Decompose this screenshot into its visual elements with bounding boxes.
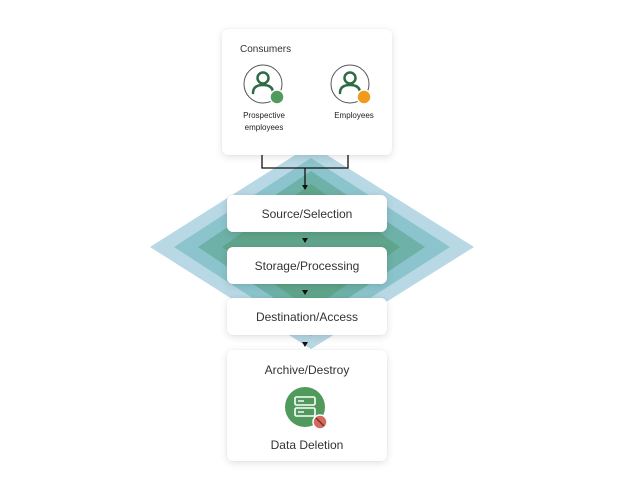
status-badge	[356, 89, 372, 105]
stage-label: Destination/Access	[255, 309, 359, 324]
arrow-down-icon	[302, 290, 308, 295]
user-icon	[330, 64, 372, 105]
stage-label: Source/Selection	[261, 206, 353, 221]
employee-avatar	[330, 64, 372, 106]
arrow-down-icon	[302, 185, 308, 190]
stage-destination-access: Destination/Access	[227, 298, 387, 335]
arrow-down-icon	[302, 238, 308, 243]
consumers-card: Consumers Prospective employees Employee…	[222, 29, 392, 155]
label-line: Prospective	[243, 111, 285, 120]
stage-label: Storage/Processing	[254, 258, 360, 273]
arrow-down-icon	[302, 342, 308, 347]
archive-subtitle: Data Deletion	[270, 438, 344, 452]
prospective-employees-label: Prospective employees	[228, 110, 300, 134]
server-delete-icon	[285, 387, 328, 430]
employees-label: Employees	[318, 110, 390, 122]
archive-title: Archive/Destroy	[264, 363, 350, 377]
stage-source-selection: Source/Selection	[227, 195, 387, 232]
status-badge	[269, 89, 285, 105]
prospective-employee-avatar	[243, 64, 285, 106]
label-line: Employees	[334, 111, 374, 120]
stage-storage-processing: Storage/Processing	[227, 247, 387, 284]
label-line: employees	[244, 123, 284, 132]
archive-destroy-card: Archive/Destroy Data Deletion	[227, 350, 387, 461]
consumers-title: Consumers	[240, 44, 292, 55]
user-icon	[243, 64, 285, 105]
